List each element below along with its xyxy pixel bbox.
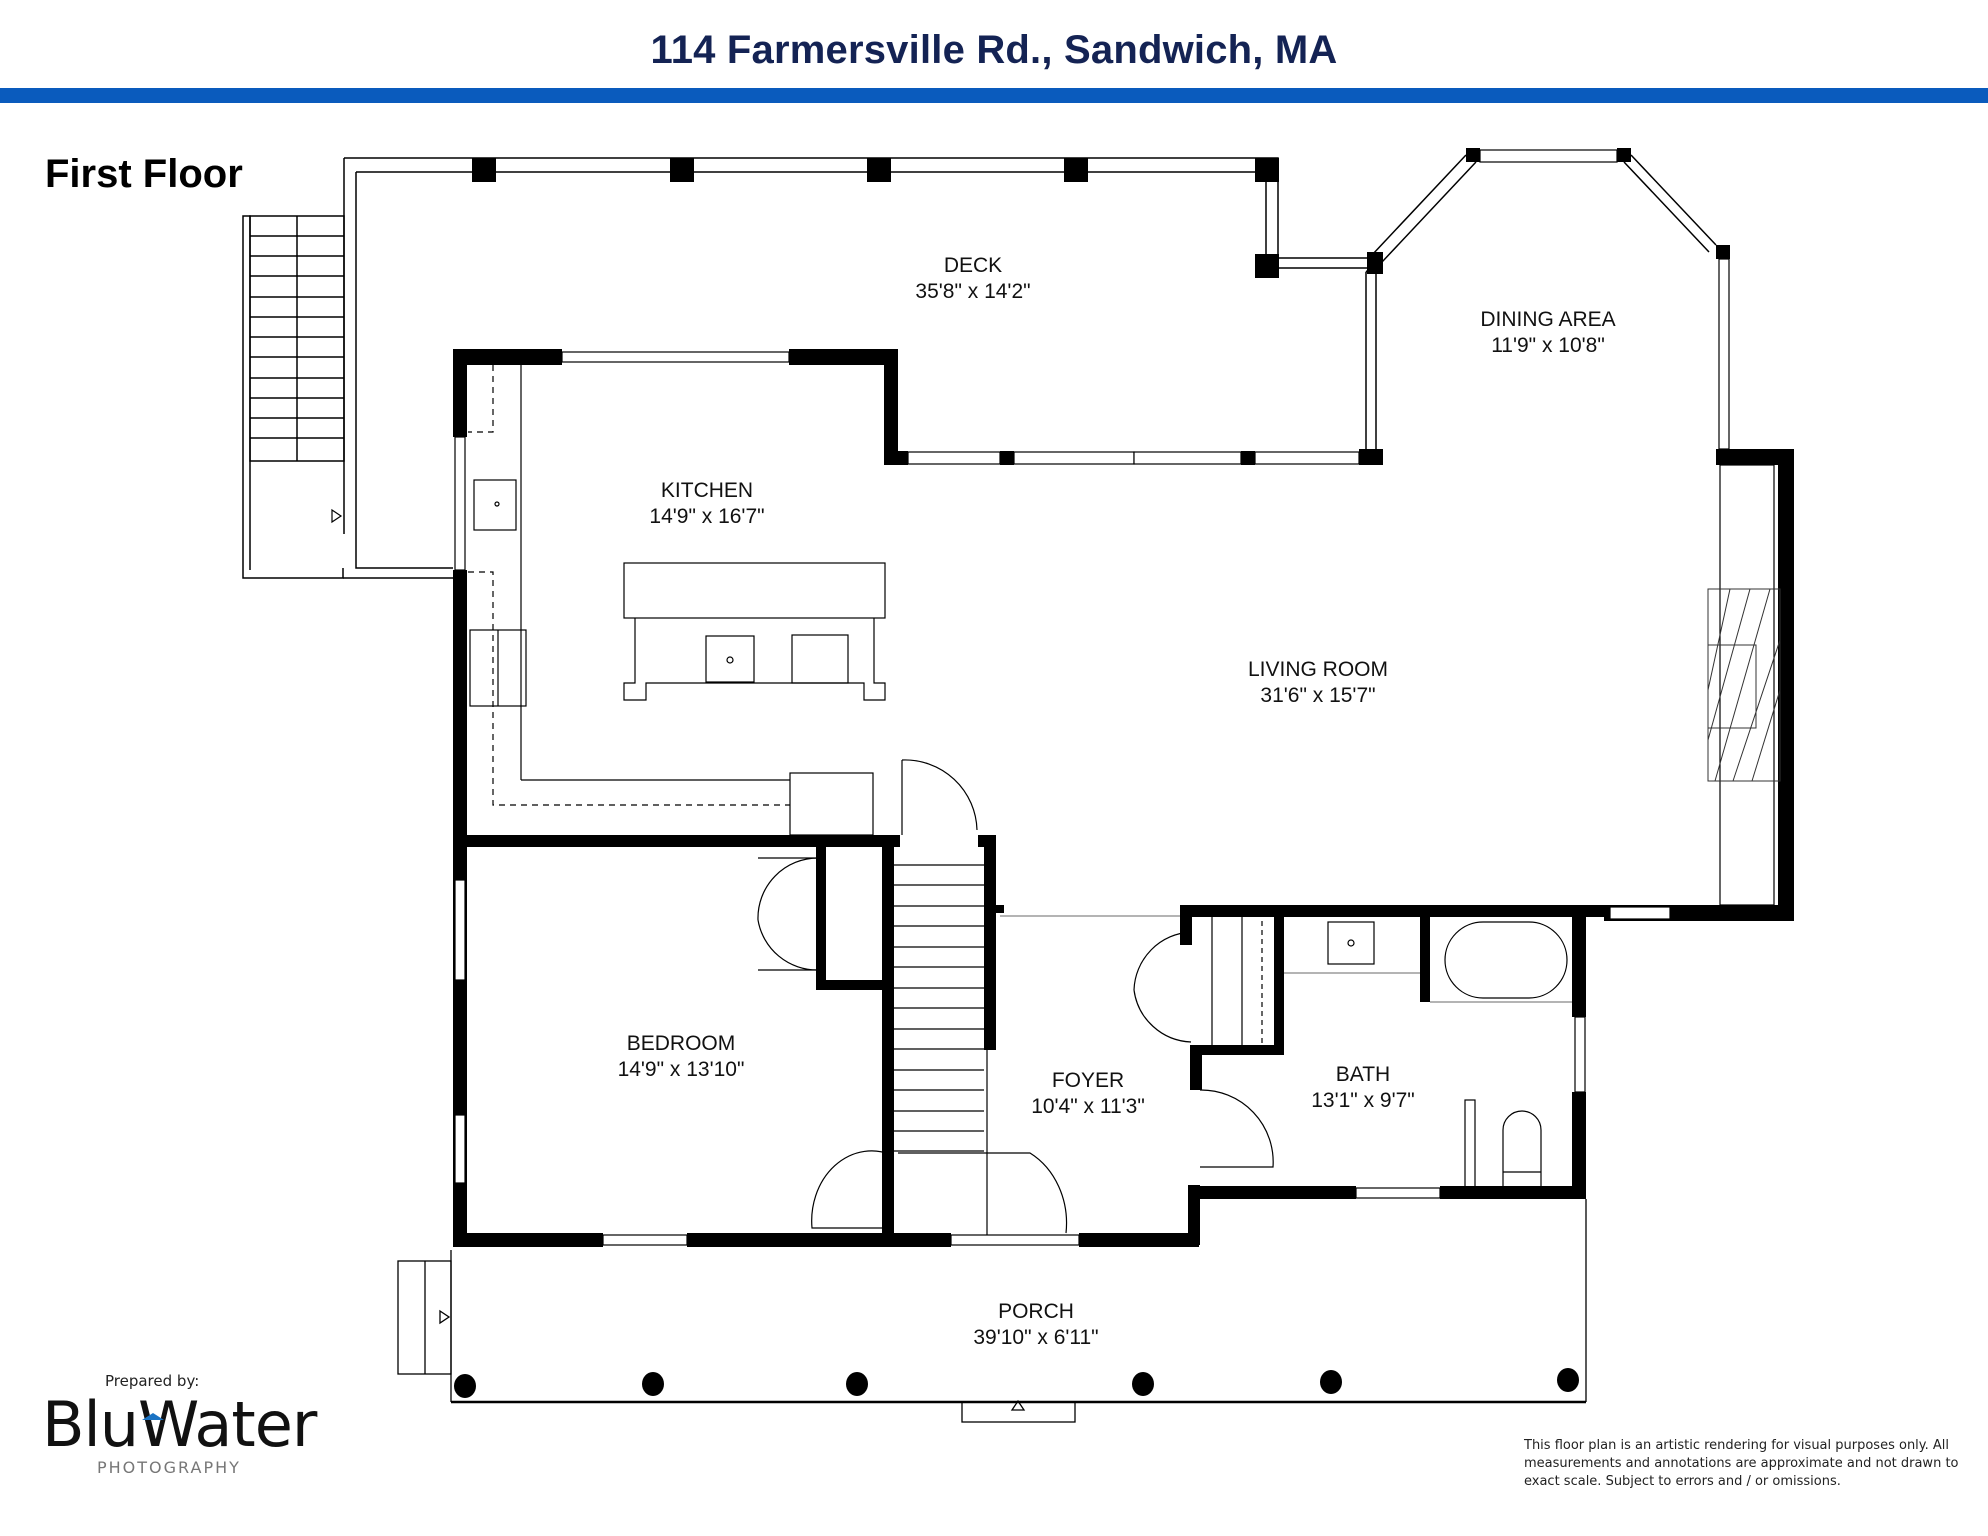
porch-columns <box>454 1368 1579 1398</box>
windows <box>454 149 1775 1246</box>
disclaimer-text: This floor plan is an artistic rendering… <box>1524 1438 1959 1489</box>
brand-subtitle: PHOTOGRAPHY <box>97 1458 241 1477</box>
room-name-kitchen: KITCHEN <box>661 479 753 502</box>
floor-label: First Floor <box>45 152 243 196</box>
prepared-by-label: Prepared by: <box>105 1372 200 1390</box>
fireplace <box>1707 588 1781 782</box>
exterior-walls <box>453 148 1794 1247</box>
brand-logo-text: BluWater <box>42 1388 317 1461</box>
doors <box>757 759 1274 1234</box>
room-name-living: LIVING ROOM <box>1248 658 1388 681</box>
room-dims-foyer: 10'4" x 11'3" <box>1031 1095 1145 1118</box>
dining-bay-windows <box>1365 154 1717 273</box>
room-dims-bedroom: 14'9" x 13'10" <box>618 1058 745 1081</box>
room-dims-bath: 13'1" x 9'7" <box>1311 1089 1415 1112</box>
interior-stairs <box>894 864 1180 1235</box>
room-name-foyer: FOYER <box>1052 1069 1124 1092</box>
room-name-dining: DINING AREA <box>1480 308 1615 331</box>
deck-stairs <box>249 215 345 462</box>
porch <box>397 1199 1587 1423</box>
deck-entry-marker <box>331 508 343 524</box>
room-name-deck: DECK <box>944 254 1002 277</box>
roof-accent-icon <box>142 1413 164 1420</box>
room-dims-porch: 39'10" x 6'11" <box>973 1326 1098 1349</box>
bath-fixtures <box>1211 912 1572 1189</box>
deck-outline <box>242 157 1377 579</box>
room-name-bedroom: BEDROOM <box>627 1032 736 1055</box>
room-dims-deck: 35'8" x 14'2" <box>915 280 1030 303</box>
room-dims-dining: 11'9" x 10'8" <box>1491 334 1605 357</box>
deck-posts <box>472 158 1279 278</box>
room-name-porch: PORCH <box>998 1300 1074 1323</box>
room-labels: DECK 35'8" x 14'2" DINING AREA 11'9" x 1… <box>618 254 1616 1349</box>
kitchen-fixtures <box>468 365 886 836</box>
room-name-bath: BATH <box>1336 1063 1390 1086</box>
room-dims-living: 31'6" x 15'7" <box>1260 684 1375 707</box>
page-title: 114 Farmersville Rd., Sandwich, MA <box>650 28 1338 72</box>
room-dims-kitchen: 14'9" x 16'7" <box>649 505 764 528</box>
header-divider-bar <box>0 88 1988 103</box>
